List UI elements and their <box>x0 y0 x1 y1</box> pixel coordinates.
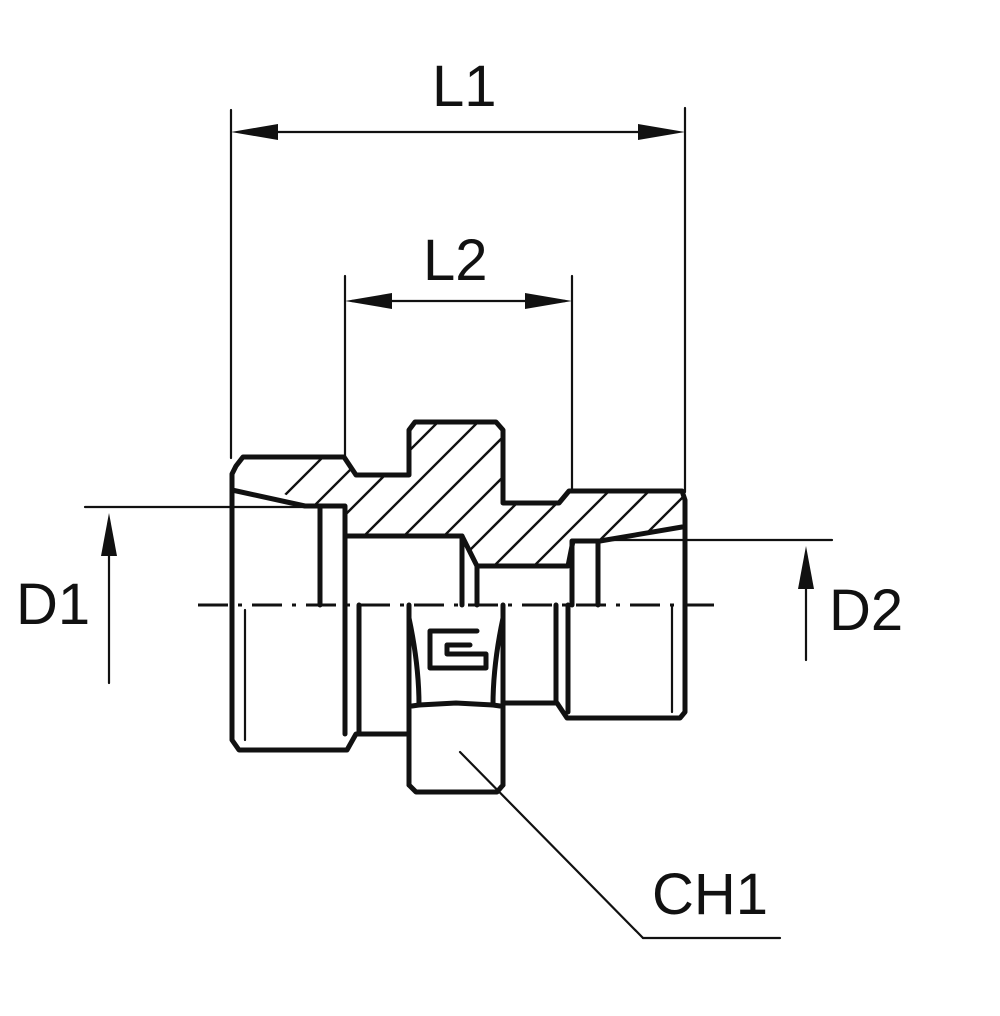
dimension-label-ch1: CH1 <box>652 862 768 927</box>
dimension-label-l1: L1 <box>432 54 497 119</box>
dimension-label-l2: L2 <box>423 228 488 293</box>
dimension-label-d1: D1 <box>16 572 90 637</box>
fitting-body <box>229 419 688 795</box>
dimension-lines <box>83 106 834 940</box>
dimension-label-d2: D2 <box>829 578 903 643</box>
